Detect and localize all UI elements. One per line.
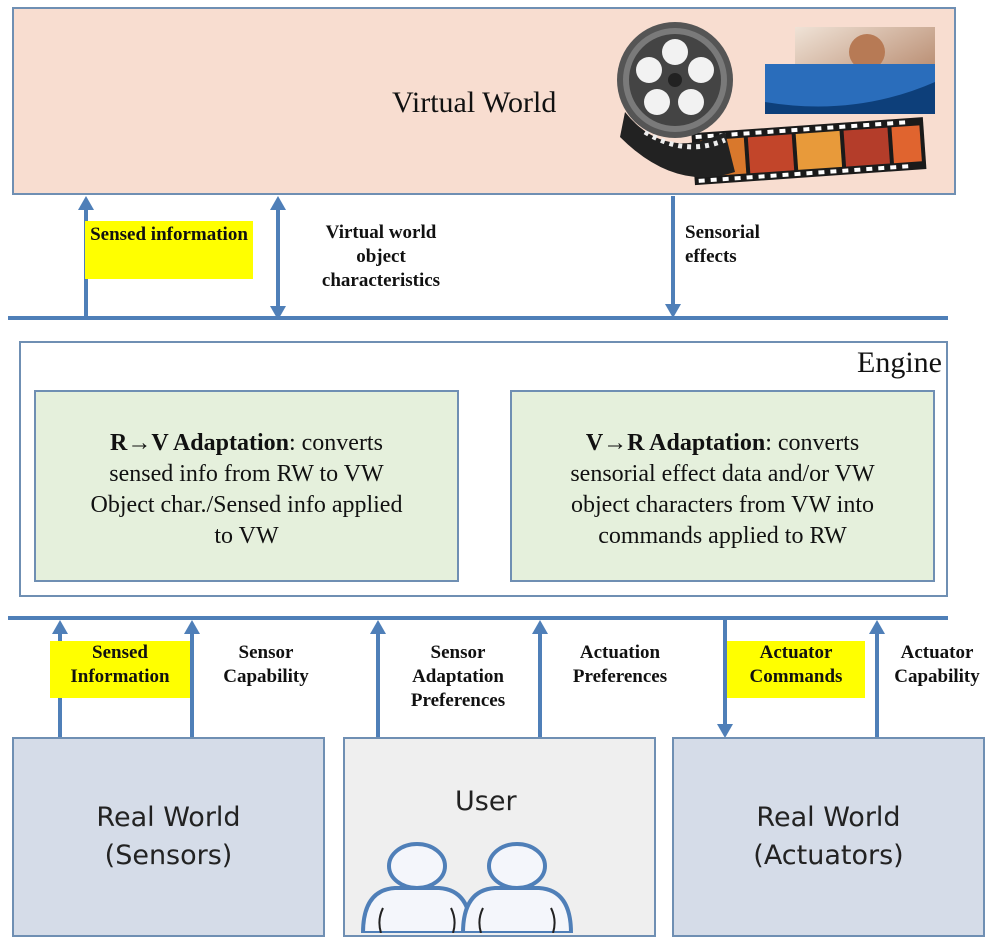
- engine-title: Engine: [857, 346, 942, 379]
- actuator-capability-line-2: Capability: [894, 666, 980, 687]
- rw-actuators-line-1: Real World: [756, 802, 901, 833]
- rv-line-4: to VW: [214, 523, 279, 549]
- actuation-pref-line-1: Actuation: [579, 642, 661, 663]
- sensorial-effects-line-1: Sensorial: [685, 222, 760, 243]
- virtual-world-title: Virtual World: [392, 86, 557, 119]
- upper-effects-arrow: [671, 196, 675, 306]
- lower-sensed-arrowhead: [52, 620, 68, 634]
- film-reel-icon: [617, 22, 935, 186]
- lower-actuator-capability-arrowhead: [869, 620, 885, 634]
- actuation-preferences-label: Actuation Preferences: [555, 641, 685, 689]
- lower-actuator-commands-arrow: [723, 620, 727, 726]
- lower-capability-arrow: [190, 632, 194, 738]
- actuator-commands-line-2: Commands: [749, 666, 843, 687]
- upper-object-arrowhead-up: [270, 196, 286, 210]
- vr-line-1-text: : converts: [765, 430, 860, 456]
- sensor-capability-line-2: Capability: [223, 666, 309, 687]
- lower-sensor-pref-arrow: [376, 632, 380, 738]
- vr-line-3: object characters from VW into: [571, 492, 874, 518]
- vw-object-line-1: Virtual world: [325, 222, 437, 243]
- vr-adaptation-box: V→R Adaptation: converts sensorial effec…: [510, 390, 935, 582]
- user-label: User: [455, 786, 517, 817]
- lower-actuation-pref-arrow: [538, 632, 542, 738]
- lower-bus-line: [8, 616, 948, 620]
- lower-sensed-information-label: Sensed Information: [50, 641, 190, 698]
- vw-object-line-3: characteristics: [321, 270, 441, 291]
- rw-actuators-line-2: (Actuators): [753, 840, 904, 871]
- actuator-commands-label: Actuator Commands: [727, 641, 865, 698]
- real-world-sensors-box: Real World (Sensors): [12, 737, 325, 937]
- lower-actuator-capability-arrow: [875, 632, 879, 738]
- upper-sensed-information-label: Sensed information: [85, 221, 253, 279]
- sensor-capability-label: Sensor Capability: [210, 641, 322, 689]
- rv-adaptation-box: R→V Adaptation: converts sensed info fro…: [34, 390, 459, 582]
- rv-heading: R→V Adaptation: [110, 430, 289, 456]
- vr-line-4: commands applied to RW: [598, 523, 847, 549]
- vw-object-characteristics-label: Virtual world object characteristics: [296, 221, 466, 293]
- real-world-actuators-box: Real World (Actuators): [672, 737, 985, 937]
- actuator-capability-label: Actuator Capability: [882, 641, 992, 689]
- sensorial-effects-line-2: effects: [685, 246, 737, 267]
- rv-line-3: Object char./Sensed info applied: [90, 492, 403, 518]
- upper-bus-line: [8, 316, 948, 320]
- users-icon: [360, 842, 574, 933]
- sensor-adaptation-preferences-label: Sensor Adaptation Preferences: [392, 641, 524, 713]
- vr-line-2: sensorial effect data and/or VW: [570, 461, 875, 487]
- vr-line-1: V→R Adaptation: converts: [512, 428, 933, 459]
- lower-actuator-commands-arrowhead: [717, 724, 733, 738]
- upper-effects-arrowhead: [665, 304, 681, 318]
- lower-sensed-line-1: Sensed: [92, 642, 148, 663]
- lower-sensed-line-2: Information: [70, 666, 170, 687]
- rv-line-2: sensed info from RW to VW: [109, 461, 384, 487]
- actuator-commands-line-1: Actuator: [759, 642, 833, 663]
- upper-sensed-information-text: Sensed information: [90, 224, 248, 245]
- actuator-capability-line-1: Actuator: [900, 642, 974, 663]
- sensor-pref-line-3: Preferences: [410, 690, 506, 711]
- film-reel-illustration: [605, 22, 940, 197]
- upper-sensed-arrowhead: [78, 196, 94, 210]
- lower-actuation-pref-arrowhead: [532, 620, 548, 634]
- rv-line-1-text: : converts: [288, 430, 383, 456]
- vr-heading: V→R Adaptation: [585, 430, 766, 456]
- rv-line-1: R→V Adaptation: converts: [36, 428, 457, 459]
- upper-object-arrow: [276, 208, 280, 312]
- sensor-pref-line-2: Adaptation: [412, 666, 504, 687]
- lower-capability-arrowhead: [184, 620, 200, 634]
- sensor-pref-line-1: Sensor: [430, 642, 486, 663]
- sensorial-effects-label: Sensorial effects: [685, 221, 760, 269]
- rw-sensors-line-2: (Sensors): [104, 840, 233, 871]
- lower-sensor-pref-arrowhead: [370, 620, 386, 634]
- vw-object-line-2: object: [356, 246, 406, 267]
- sensor-capability-line-1: Sensor: [238, 642, 294, 663]
- actuation-pref-line-2: Preferences: [572, 666, 668, 687]
- rw-sensors-line-1: Real World: [96, 802, 241, 833]
